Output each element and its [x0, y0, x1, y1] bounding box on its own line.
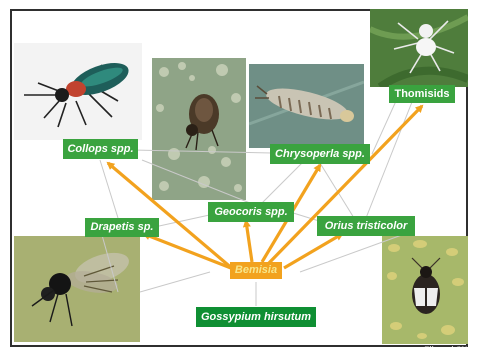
collops-label: Collops spp. [63, 139, 138, 159]
photo-credit: Ellsworth/UA [424, 345, 468, 354]
orius-label: Orius tristicolor [317, 216, 415, 236]
drapetis-genus: Drapetis [91, 222, 135, 233]
collops-suffix: spp. [111, 144, 134, 155]
drapetis-suffix: sp. [138, 222, 154, 233]
bemisia-text: Bemisia [235, 265, 277, 276]
thomisids-text: Thomisids [394, 89, 449, 100]
gossypium-text: Gossypium hirsutum [201, 312, 311, 323]
geocoris-genus: Geocoris [214, 207, 262, 218]
geocoris-label: Geocoris spp. [208, 202, 294, 222]
chrysoperla-suffix: spp. [342, 149, 365, 160]
bemisia-label: Bemisia [230, 262, 282, 279]
drapetis-label: Drapetis sp. [85, 218, 159, 237]
predation-arrows [108, 106, 422, 270]
chrysoperla-label: Chrysoperla spp. [270, 144, 370, 164]
gossypium-label: Gossypium hirsutum [196, 307, 316, 327]
chrysoperla-genus: Chrysoperla [275, 149, 339, 160]
orius-text: Orius tristicolor [325, 221, 408, 232]
collops-genus: Collops [67, 144, 107, 155]
thomisids-label: Thomisids [389, 85, 455, 103]
geocoris-suffix: spp. [265, 207, 288, 218]
